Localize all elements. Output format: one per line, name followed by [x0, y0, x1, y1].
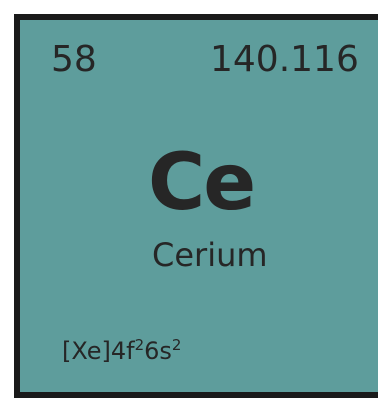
config-orbital-2: 6s: [144, 337, 172, 365]
config-orbital-1: 4f: [110, 337, 135, 365]
config-electrons-1: 2: [134, 336, 145, 354]
atomic-mass: 140.116: [210, 39, 359, 80]
config-electrons-2: 2: [171, 336, 182, 354]
atomic-number: 58: [51, 39, 97, 80]
element-symbol: Ce: [148, 138, 256, 228]
element-tile: 58 140.116 Ce Cerium [Xe]4f26s2: [14, 14, 378, 398]
element-name: Cerium: [152, 236, 268, 274]
config-core: [Xe]: [62, 337, 111, 365]
electron-configuration: [Xe]4f26s2: [62, 336, 182, 365]
